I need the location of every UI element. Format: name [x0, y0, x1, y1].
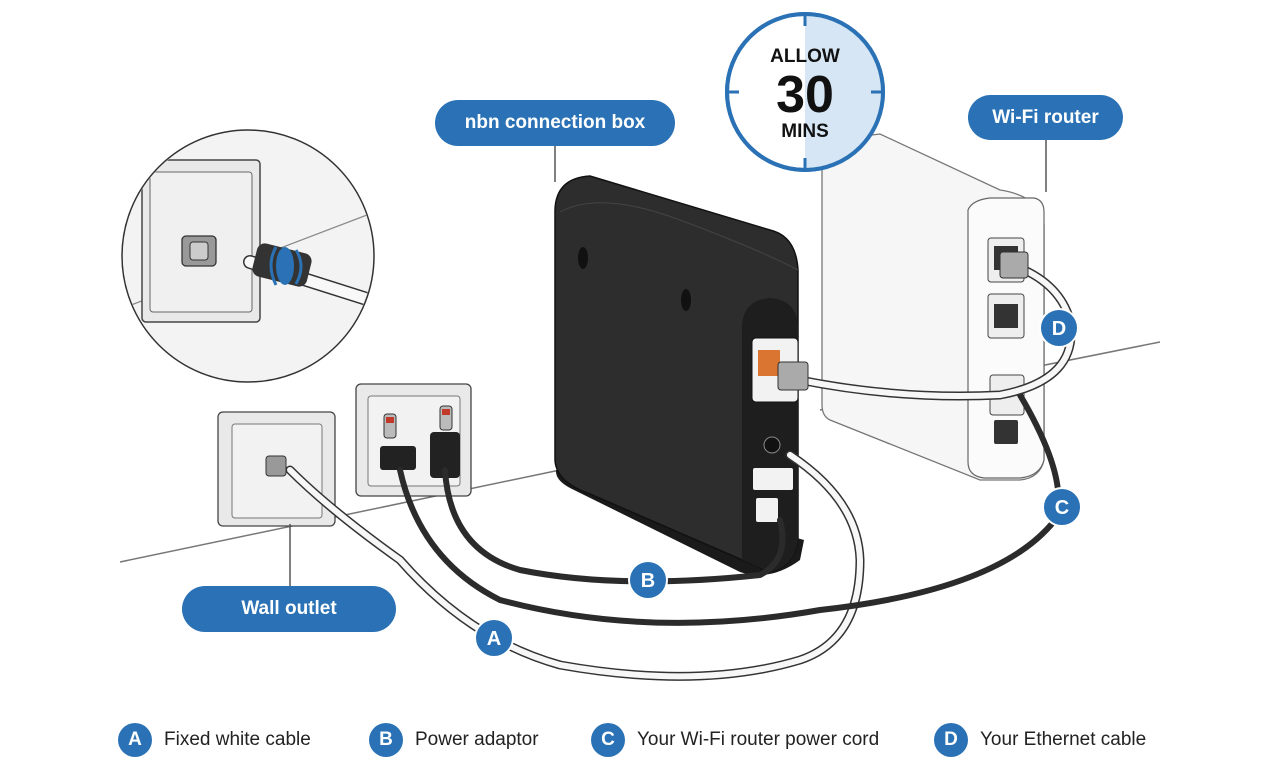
- legend-item-a: A Fixed white cable: [118, 720, 311, 760]
- cable-marker-c: C: [1042, 487, 1082, 527]
- cable-marker-c-label: C: [1055, 497, 1069, 519]
- legend-text-d: Your Ethernet cable: [980, 729, 1147, 750]
- legend-badge-b: B: [369, 723, 403, 757]
- connector-zoom-inset: [121, 129, 375, 383]
- cable-marker-b: B: [628, 560, 668, 600]
- cable-marker-b-label: B: [641, 570, 655, 592]
- nbn-box-illustration: [554, 175, 804, 576]
- legend-text-b: Power adaptor: [415, 729, 539, 750]
- cable-d-ethernet: [777, 251, 1076, 401]
- legend-badge-a: A: [118, 723, 152, 757]
- wifi-router-label: Wi-Fi router: [968, 95, 1123, 140]
- wall-outlet-label: Wall outlet: [182, 586, 396, 632]
- cable-marker-d: D: [1039, 308, 1079, 348]
- wall-outlet-illustration: [217, 411, 336, 527]
- legend-item-c: C Your Wi-Fi router power cord: [591, 720, 879, 760]
- timer-line1: ALLOW: [770, 46, 840, 67]
- cable-marker-a-label: A: [487, 628, 501, 650]
- legend-text-a: Fixed white cable: [164, 729, 311, 750]
- legend-text-c: Your Wi-Fi router power cord: [637, 729, 880, 750]
- timer-clock: ALLOW 30 MINS: [725, 12, 885, 172]
- legend-item-d: D Your Ethernet cable: [934, 720, 1146, 760]
- legend: A Fixed white cable B Power adaptor C Yo…: [0, 720, 1280, 760]
- timer-line2: 30: [776, 66, 834, 124]
- power-outlet-illustration: [355, 383, 472, 497]
- nbn-box-label: nbn connection box: [435, 100, 675, 146]
- legend-badge-c: C: [591, 723, 625, 757]
- legend-item-b: B Power adaptor: [369, 720, 539, 760]
- cable-a-white: [285, 450, 865, 681]
- timer-line3: MINS: [781, 121, 829, 142]
- legend-badge-d: D: [934, 723, 968, 757]
- cable-marker-d-label: D: [1052, 318, 1066, 340]
- cable-marker-a: A: [474, 618, 514, 658]
- cable-b-power: [442, 467, 786, 585]
- wifi-router-illustration: [821, 133, 1045, 481]
